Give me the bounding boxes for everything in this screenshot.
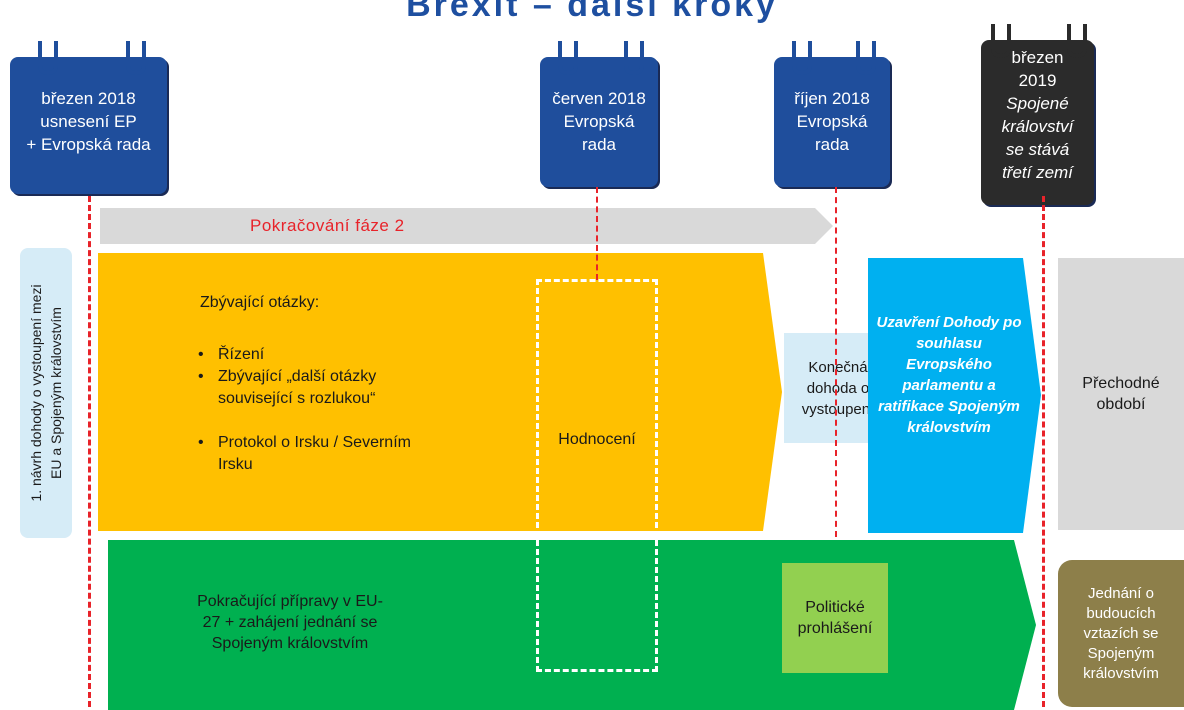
calendar-line: se stává — [1005, 140, 1070, 159]
remaining-issues-heading: Zbývající otázky: — [200, 294, 320, 311]
draft-agreement-line: 1. návrh dohody o vystoupení mezi — [28, 284, 44, 502]
conclusion-arrow — [868, 258, 1041, 533]
list-item: Řízení — [196, 344, 436, 366]
calendar-ring — [38, 41, 58, 75]
calendar-month: březen — [1011, 48, 1064, 67]
calendar-line: třetí zemí — [1002, 163, 1073, 182]
page-title: Brexit – další kroky — [406, 0, 778, 24]
political-declaration-box: Politické prohlášení — [782, 563, 888, 673]
timeline-marker-march-2018 — [88, 196, 91, 707]
assessment-box — [536, 279, 658, 672]
calendar-line: Evropská — [796, 112, 868, 131]
draft-agreement-label-box: 1. návrh dohody o vystoupení mezi EU a S… — [20, 248, 72, 538]
list-item: Protokol o Irsku / Severním Irsku — [196, 432, 436, 476]
final-agreement-box: Konečná dohoda o vystoupení — [784, 333, 892, 443]
timeline-marker-june-2018 — [596, 187, 598, 280]
calendar-march-2018: březen 2018 usnesení EP + Evropská rada — [10, 41, 167, 194]
conclusion-text: Uzavření Dohody po souhlasu Evropského p… — [876, 314, 1022, 436]
draft-agreement-line: EU a Spojeným královstvím — [48, 307, 64, 479]
calendar-line: usnesení EP — [40, 112, 137, 131]
phase-2-arrow — [100, 208, 833, 244]
calendar-october-2018: říjen 2018 Evropská rada — [774, 41, 890, 187]
calendar-line: království — [1001, 117, 1074, 136]
calendar-month: červen 2018 — [552, 89, 646, 108]
calendar-ring — [1067, 24, 1087, 58]
calendar-ring — [624, 41, 644, 75]
calendar-line: + Evropská rada — [26, 135, 151, 154]
calendar-ring — [991, 24, 1011, 58]
transition-period-box: Přechodné období — [1058, 258, 1184, 530]
calendar-march-2019: březen 2019 Spojené království se stává … — [981, 24, 1094, 205]
list-item: Zbývající „další otázky související s ro… — [196, 366, 436, 410]
future-relations-box: Jednání o budoucích vztazích se Spojeným… — [1058, 560, 1184, 707]
assessment-label: Hodnocení — [558, 431, 636, 448]
timeline-marker-march-2019 — [1042, 196, 1045, 707]
calendar-month: říjen 2018 — [794, 89, 870, 108]
calendar-ring — [792, 41, 812, 75]
calendar-month-year: 2019 — [1018, 71, 1057, 90]
phase-2-label: Pokračování fáze 2 — [250, 216, 405, 235]
calendar-line: rada — [814, 135, 850, 154]
timeline-marker-october-2018 — [835, 187, 837, 537]
calendar-line: Spojené — [1006, 94, 1069, 113]
preparations-text: Pokračující přípravy v EU-27 + zahájení … — [197, 592, 383, 652]
calendar-line: rada — [581, 135, 617, 154]
calendar-june-2018: červen 2018 Evropská rada — [540, 41, 658, 187]
calendar-ring — [558, 41, 578, 75]
calendar-line: Evropská — [563, 112, 635, 131]
calendar-month: březen 2018 — [41, 89, 136, 108]
calendar-ring — [126, 41, 146, 75]
calendar-ring — [856, 41, 876, 75]
remaining-issues-list: Řízení Zbývající „další otázky souvisejí… — [196, 344, 436, 476]
